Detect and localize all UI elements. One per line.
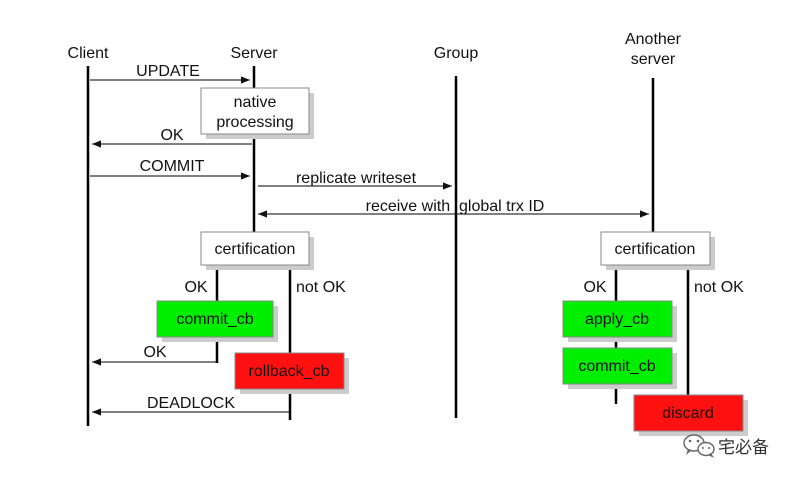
discard-box	[633, 394, 744, 432]
branch-label-another-not-ok: not OK	[694, 279, 744, 296]
discard-label: discard	[662, 405, 714, 422]
apply-cb-box	[562, 300, 673, 338]
lane-label-server: Server	[230, 45, 278, 62]
rollback-cb-box	[234, 352, 345, 390]
commit-cb-another-box	[562, 347, 673, 385]
lane-label-group: Group	[434, 45, 479, 62]
certification-server-box	[200, 231, 310, 266]
label-ok-native: OK	[160, 127, 183, 144]
label-commit: COMMIT	[140, 158, 205, 175]
commit-cb-another-label: commit_cb	[578, 358, 655, 375]
lane-label-client: Client	[68, 45, 109, 62]
branch-label-another-ok: OK	[583, 279, 606, 296]
apply-cb-label: apply_cb	[585, 311, 649, 328]
certification-another-box	[600, 231, 711, 266]
certification-server-label: certification	[215, 241, 296, 258]
label-update: UPDATE	[136, 63, 200, 80]
wechat-icon	[683, 434, 715, 458]
native-processing-line2: processing	[216, 114, 293, 131]
commit-cb-server-box	[156, 300, 274, 338]
label-deadlock: DEADLOCK	[147, 395, 235, 412]
label-ok-commit: OK	[143, 344, 166, 361]
label-receive: receive with global trx ID	[366, 198, 545, 215]
certification-another-label: certification	[615, 241, 696, 258]
native-processing-line1: native	[234, 94, 277, 111]
lane-label-another-1: Another	[625, 31, 682, 48]
commit-cb-server-label: commit_cb	[176, 311, 253, 328]
watermark-text: 宅必备	[718, 438, 769, 458]
branch-label-server-ok: OK	[184, 279, 207, 296]
rollback-cb-label: rollback_cb	[249, 363, 330, 380]
watermark: 宅必备	[683, 434, 769, 458]
branch-label-server-not-ok: not OK	[296, 279, 346, 296]
native-processing-box	[200, 87, 310, 135]
lane-label-another-2: server	[631, 51, 676, 68]
label-replicate: replicate writeset	[296, 170, 417, 187]
